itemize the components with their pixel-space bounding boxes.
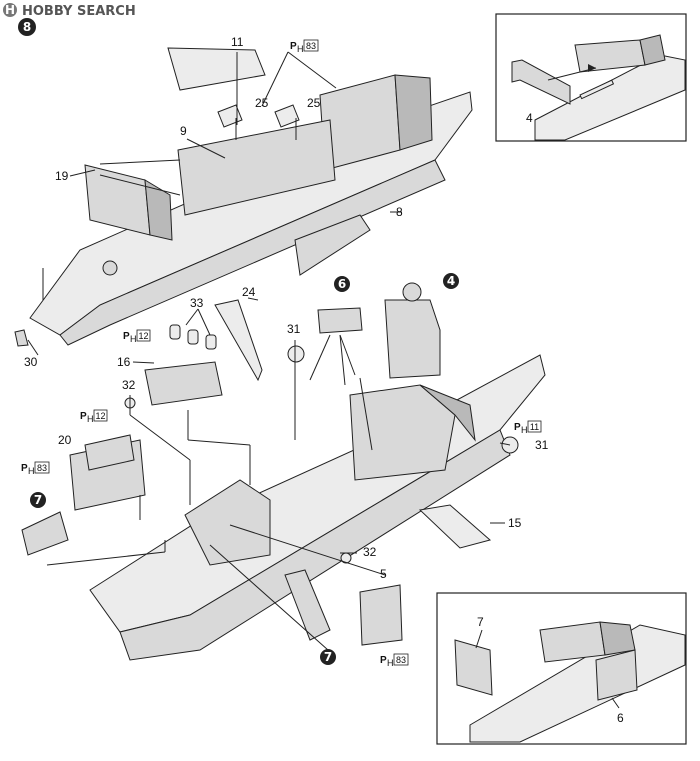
photo-etch-ref-83-bottom: P H 83 [380,653,409,668]
part-15-label: 15 [508,516,522,530]
part-25-left-label: 25 [255,96,269,110]
photo-etch-ref-83-left: P H 83 [21,461,50,476]
part-33-label: 33 [190,296,204,310]
inset-part-4-label: 4 [526,111,533,125]
part-20-label: 20 [58,433,72,447]
svg-text:H: H [130,334,137,344]
svg-text:P: P [21,463,28,474]
subassembly-ref-6: 6 [334,276,350,292]
svg-text:4: 4 [447,274,455,288]
part-32-upper-label: 32 [122,378,136,392]
step-number-text: 8 [23,20,31,34]
part-19-label: 19 [55,169,69,183]
step-number-badge: 8 [18,18,36,36]
upper-hull-assembly [14,47,473,347]
svg-text:P: P [80,411,87,422]
leader-lines [27,51,511,651]
svg-text:H: H [297,44,304,54]
part-31-left-label: 31 [287,322,301,336]
watermark-brand-text: HOBBY SEARCH [22,4,136,19]
part-labels: 11 25 25 9 19 8 30 24 33 31 16 32 31 20 … [24,35,549,581]
svg-text:P: P [290,41,297,52]
svg-text:H: H [87,414,94,424]
inset-part-7-label: 7 [477,615,484,629]
detail-inset-bottom-right: 7 6 [436,592,687,745]
svg-text:6: 6 [338,277,346,291]
photo-etch-ref-12-lower: P H 12 [80,409,108,424]
svg-text:83: 83 [306,41,316,51]
svg-text:P: P [123,331,130,342]
part-5-label: 5 [380,567,387,581]
detail-inset-top-right: 4 [495,13,687,142]
lower-hull-assembly [21,282,546,661]
svg-text:83: 83 [37,463,47,473]
part-11-label: 11 [231,35,244,49]
part-24-label: 24 [242,285,256,299]
subassembly-ref-7-bottom: 7 [320,649,336,665]
svg-text:7: 7 [324,650,332,664]
part-25-right-label: 25 [307,96,321,110]
watermark-logo-letter: H [5,3,15,17]
hobby-search-watermark: H HOBBY SEARCH [3,3,136,19]
part-32-lower-label: 32 [363,545,377,559]
svg-text:P: P [514,422,521,433]
svg-text:H: H [387,658,394,668]
photo-etch-ref-83-top: P H 83 [290,39,319,54]
inset-part-6-label: 6 [617,711,624,725]
subassembly-ref-7-left: 7 [30,492,46,508]
svg-text:H: H [28,466,35,476]
subassembly-ref-4: 4 [443,273,459,289]
photo-etch-ref-12-upper: P H 12 [123,329,151,344]
svg-text:P: P [380,655,387,666]
part-16-label: 16 [117,355,131,369]
part-30-label: 30 [24,355,38,369]
svg-text:11: 11 [530,422,539,432]
photo-etch-ref-11: P H 11 [514,420,542,435]
svg-text:83: 83 [396,655,406,665]
svg-text:12: 12 [95,411,105,421]
svg-text:H: H [521,425,528,435]
svg-text:7: 7 [34,493,42,507]
part-9-label: 9 [180,124,187,138]
part-8-label: 8 [396,205,403,219]
svg-text:12: 12 [138,331,148,341]
part-31-right-label: 31 [535,438,549,452]
